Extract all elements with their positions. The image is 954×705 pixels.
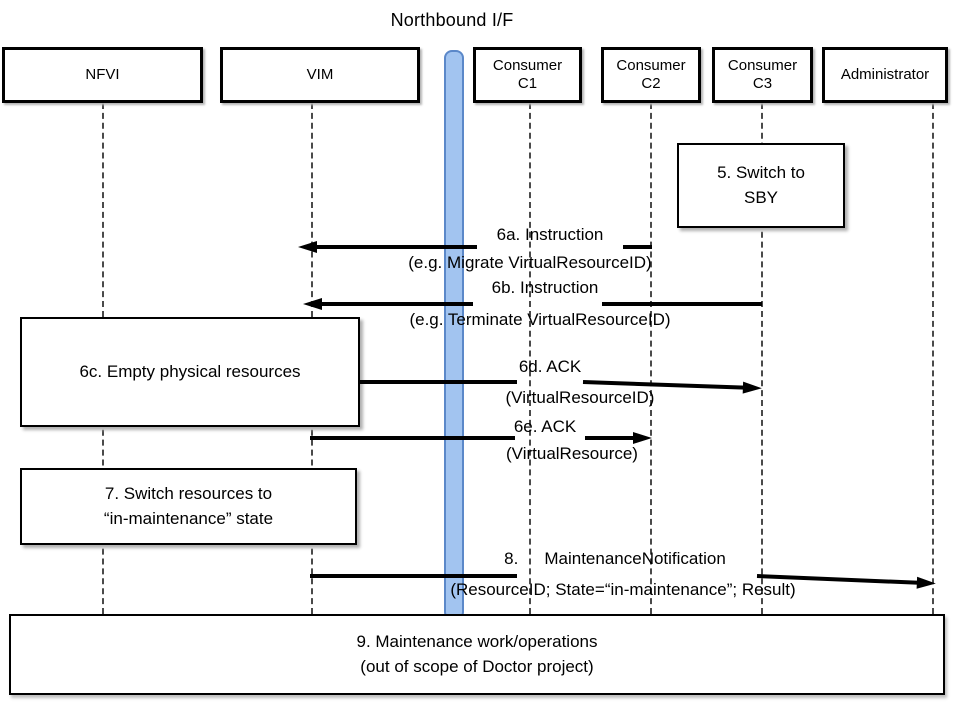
- actor-label: Consumer: [492, 57, 563, 74]
- message-6e-line-right: [585, 436, 633, 440]
- lifeline-consumer-c1: [529, 103, 531, 614]
- message-6a-line-left: [314, 245, 477, 249]
- message-6e-line-left: [310, 436, 515, 440]
- message-8-number: 8.: [504, 549, 519, 568]
- arrowhead-left-6b-icon: [303, 298, 322, 310]
- message-8-detail: (ResourceID; State=“in-maintenance”; Res…: [450, 580, 796, 599]
- note-line: “in-maintenance” state: [103, 508, 274, 528]
- actor-box-nfvi: NFVI: [2, 47, 203, 103]
- actor-box-administrator: Administrator: [822, 47, 948, 103]
- actor-label: VIM: [306, 66, 334, 83]
- message-8-label-row: 8. MaintenanceNotification: [450, 549, 780, 569]
- message-6a-label: 6a. Instruction: [496, 225, 604, 244]
- message-6b-line-left: [319, 302, 473, 306]
- actor-label: Consumer: [727, 57, 798, 74]
- note-7-switch-resources: 7. Switch resources to “in-maintenance” …: [20, 468, 357, 545]
- lifeline-consumer-c3: [761, 103, 763, 614]
- actor-box-consumer-c2: Consumer C2: [601, 47, 701, 103]
- actor-box-consumer-c3: C3 Consumer C3: [712, 47, 813, 103]
- actor-label-line2: C3: [752, 75, 773, 92]
- actor-label: Administrator: [840, 66, 930, 83]
- message-6d-label: 6d. ACK: [518, 357, 582, 376]
- message-6a-line-right: [623, 245, 652, 249]
- northbound-if-bar: [444, 50, 464, 620]
- message-6e-label: 6e. ACK: [513, 417, 577, 436]
- note-9-maintenance-work: 9. Maintenance work/operations (out of s…: [9, 614, 945, 695]
- actor-label-line2: C2: [641, 75, 661, 92]
- lifeline-administrator: [932, 103, 934, 614]
- actor-box-consumer-c1: Consumer C1: [473, 47, 582, 103]
- message-6a-detail: (e.g. Migrate VirtualResourceID): [408, 253, 652, 272]
- message-6b-label: 6b. Instruction: [491, 278, 599, 297]
- lifeline-consumer-c2: [650, 103, 652, 614]
- message-6d-detail: (VirtualResourceID): [505, 388, 655, 407]
- note-line: 5. Switch to: [717, 162, 805, 182]
- diagram-title: Northbound I/F: [390, 10, 514, 30]
- note-6c-empty-physical-resources: 6c. Empty physical resources: [20, 317, 360, 427]
- actor-label: Consumer: [616, 57, 686, 74]
- actor-label-line2: C1: [517, 75, 538, 92]
- note-5-switch-to-sby: 5. Switch to SBY: [677, 143, 845, 228]
- arrowhead-right-8-icon: [916, 576, 937, 590]
- arrowhead-right-6e-icon: [633, 432, 652, 444]
- message-6b-detail: (e.g. Terminate VirtualResourceID): [409, 310, 671, 329]
- actor-label: NFVI: [85, 66, 120, 83]
- message-6e-detail: (VirtualResource): [506, 444, 638, 463]
- actor-box-vim: VIM: [220, 47, 420, 103]
- message-8-label: MaintenanceNotification: [544, 549, 726, 568]
- message-6b-line-right: [602, 302, 762, 306]
- arrowhead-right-6d-icon: [742, 381, 763, 395]
- note-line: 9. Maintenance work/operations: [356, 631, 598, 651]
- message-6d-line-left: [358, 380, 517, 384]
- note-line: SBY: [743, 187, 779, 207]
- note-line: 7. Switch resources to: [104, 483, 273, 503]
- note-line: (out of scope of Doctor project): [360, 656, 594, 676]
- message-8-line-left: [310, 574, 517, 578]
- arrowhead-left-6a-icon: [298, 241, 317, 253]
- note-line: 6c. Empty physical resources: [79, 361, 301, 381]
